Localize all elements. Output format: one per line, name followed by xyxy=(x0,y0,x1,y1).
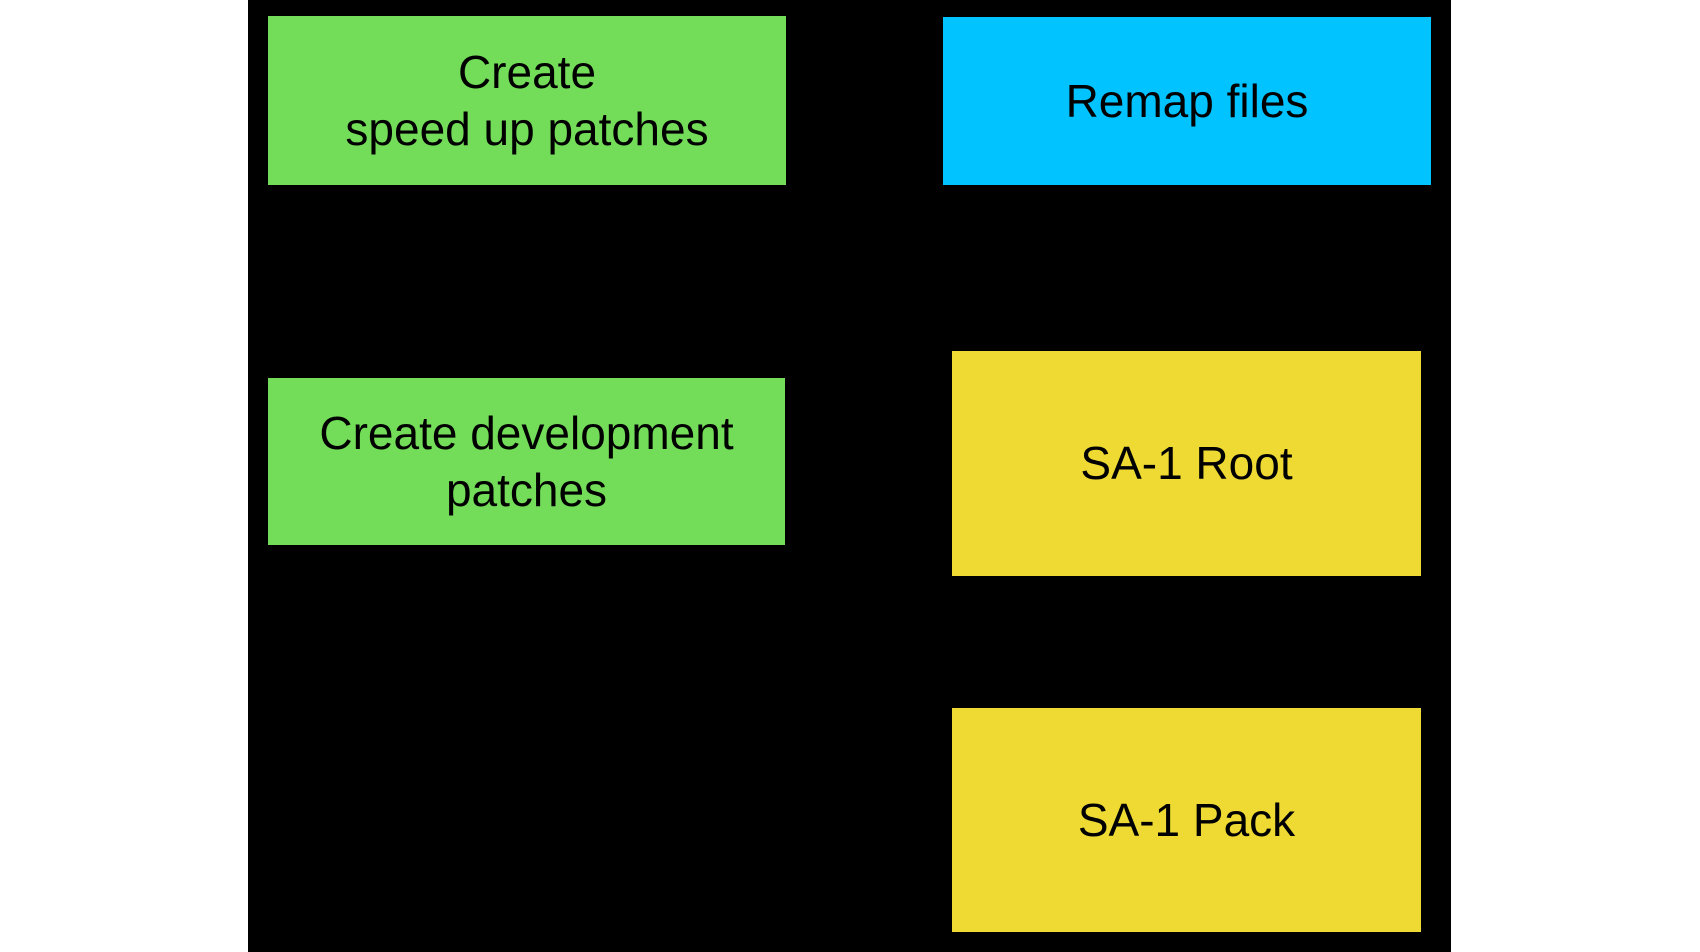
node-sa1-root[interactable]: SA-1 Root xyxy=(952,351,1421,576)
diagram-canvas: Create speed up patches Remap files Crea… xyxy=(248,0,1451,952)
node-remap-files[interactable]: Remap files xyxy=(943,17,1431,185)
node-sa1-pack[interactable]: SA-1 Pack xyxy=(952,708,1421,932)
node-create-development-patches[interactable]: Create development patches xyxy=(268,378,785,545)
node-create-speed-up-patches[interactable]: Create speed up patches xyxy=(268,16,786,185)
